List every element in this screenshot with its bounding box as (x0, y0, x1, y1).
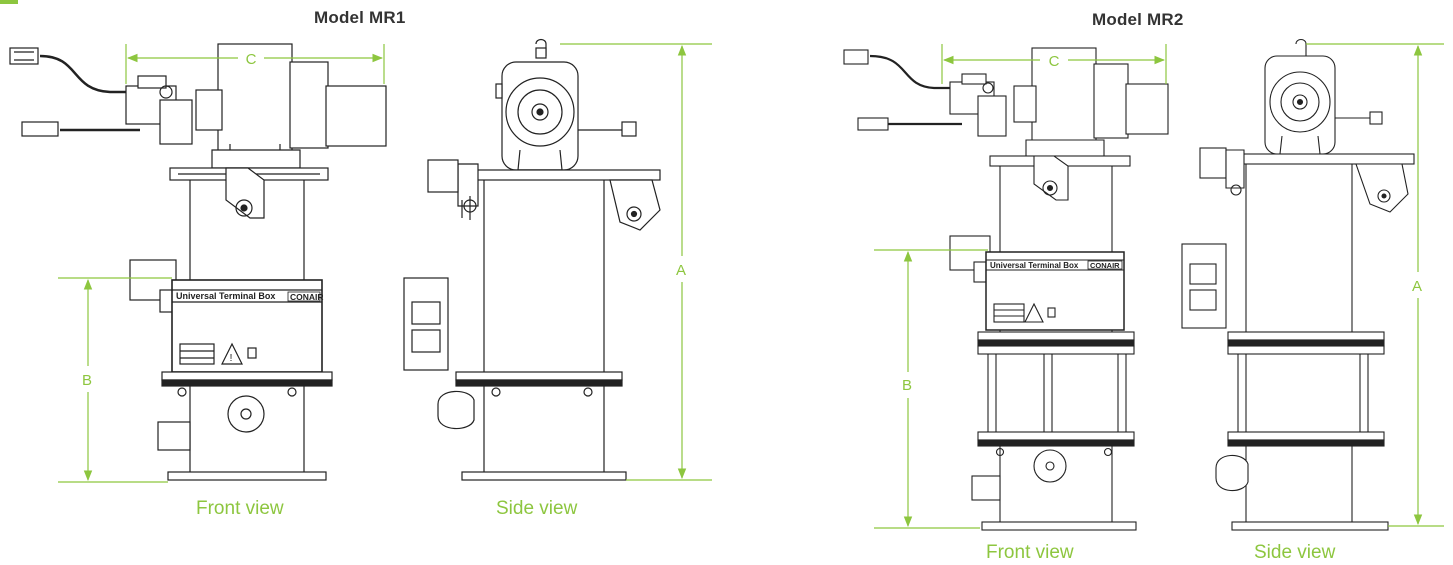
mr2-side-view (1181, 38, 1415, 531)
mr1-terminal-box-text: Universal Terminal Box CONAIR (176, 291, 324, 302)
mr1-dim-a-label: A (676, 262, 686, 279)
mr2-dimension-b: B (874, 249, 988, 529)
corner-mark (0, 0, 18, 4)
mr2-terminal-box-label: Universal Terminal Box (990, 261, 1079, 270)
mr1-dim-b-label: B (82, 372, 92, 389)
mr2-terminal-box-text: Universal Terminal Box CONAIR (990, 260, 1123, 270)
mr2-dimension-c: C (941, 44, 1167, 84)
mr2-dim-c-label: C (1049, 53, 1060, 70)
mr2-brand-frame (1087, 260, 1123, 270)
mr2-front-view (843, 47, 1169, 531)
mr1-front-view-label: Front view (196, 498, 284, 519)
mr1-terminal-box-label: Universal Terminal Box (176, 291, 275, 301)
mr1-side-view-label: Side view (496, 498, 578, 519)
mr1-side-view (403, 38, 661, 481)
mr2-side-view-label: Side view (1254, 542, 1336, 563)
mr1-brand-label: CONAIR (290, 292, 324, 302)
mr2-dim-a-label: A (1412, 278, 1422, 295)
model-mr1-title: Model MR1 (314, 8, 406, 27)
mr2-front-view-label: Front view (986, 542, 1074, 563)
mr1-brand-frame (287, 291, 321, 302)
mr1-dim-c-label: C (246, 51, 257, 68)
model-mr2-title: Model MR2 (1092, 10, 1184, 29)
mr1-dimension-c: C (125, 44, 385, 84)
svg-text:!: ! (230, 353, 233, 364)
mr1-front-view: ! (9, 43, 387, 481)
mr2-brand-label: CONAIR (1090, 261, 1120, 270)
mr2-dimension-a: A (1306, 43, 1444, 527)
mr2-dim-b-label: B (902, 377, 912, 394)
mr1-dimension-a: A (560, 43, 712, 481)
mr1-dimension-b: B (58, 277, 172, 483)
